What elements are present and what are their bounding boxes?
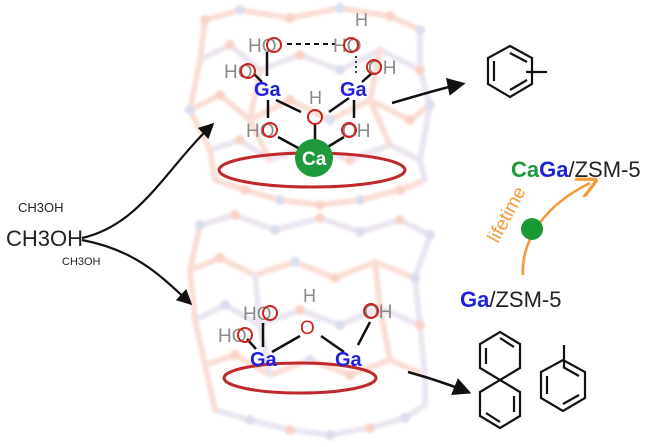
lifetime-dot xyxy=(521,218,543,240)
bottom-ga-right: Ga xyxy=(335,349,363,371)
top-ga-left: Ga xyxy=(254,79,282,101)
arrow-to-bottom-cluster xyxy=(81,238,193,306)
bottom-ring xyxy=(222,361,378,395)
bottom-oxygen-atoms xyxy=(237,303,379,343)
top-ho-bottom-left: HO xyxy=(246,121,275,142)
bottom-toluene-structure xyxy=(539,345,587,413)
naphthalene-structure xyxy=(478,330,522,430)
ga-zsm5-label: Ga/ZSM-5 xyxy=(460,287,561,312)
bottom-o-bridge: O xyxy=(300,318,315,339)
top-bonds xyxy=(253,52,372,151)
methanol-label-small-bottom: CH3OH xyxy=(62,256,101,268)
arrow-to-aromatics xyxy=(407,370,472,396)
lifetime-indicator: lifetime xyxy=(484,183,590,276)
bottom-h-bridge: H xyxy=(303,286,316,306)
top-oxygen-atoms xyxy=(240,37,382,138)
top-ho-left: HO xyxy=(224,62,253,83)
bottom-ga-left: Ga xyxy=(250,349,278,371)
top-ho-top-left: HO xyxy=(248,36,277,57)
branch-arrows xyxy=(81,122,215,306)
arrow-to-toluene xyxy=(391,77,466,105)
calcium-label: Ca xyxy=(302,149,327,170)
zeolite-atoms-bottom xyxy=(195,210,435,440)
methanol-feed: CH3OH CH3OH CH3OH xyxy=(6,200,101,268)
lifetime-label: lifetime xyxy=(484,183,531,246)
toluene-structure xyxy=(486,44,547,99)
arrow-to-top-cluster xyxy=(81,122,215,240)
methanol-label-small-top: CH3OH xyxy=(18,200,64,215)
calcium-atom xyxy=(295,139,333,177)
top-h-top-right: H xyxy=(355,10,368,30)
top-h-bridge: H xyxy=(309,88,322,108)
methanol-label-large: CH3OH xyxy=(6,226,83,251)
top-cluster: HO H HO HO OH H HO OH Ga Ga Ca xyxy=(217,10,407,189)
top-ga-right: Ga xyxy=(340,79,368,101)
caga-zsm5-label: CaGa/ZSM-5 xyxy=(511,157,641,182)
bottom-cluster: HO HO H O OH Ga Ga xyxy=(218,286,393,395)
zeolite-framework-background xyxy=(185,3,435,440)
